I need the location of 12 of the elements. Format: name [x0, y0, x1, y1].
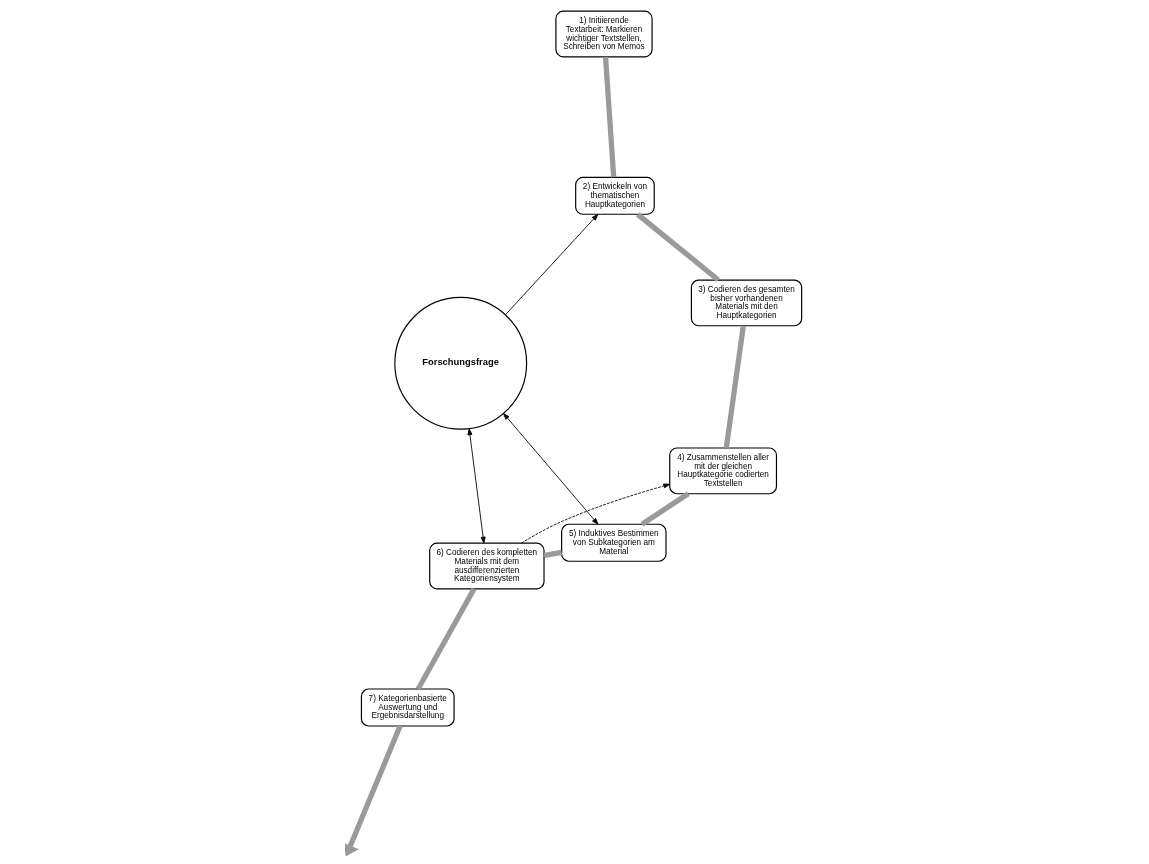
connector [723, 325, 746, 449]
connector [602, 56, 617, 178]
connector [543, 549, 563, 559]
arrow [467, 428, 486, 544]
connector [415, 587, 477, 691]
arrow [345, 725, 403, 856]
node-circle: Forschungsfrage [394, 296, 528, 430]
connector [636, 212, 720, 282]
arrow [503, 413, 599, 525]
arrow [505, 214, 599, 316]
connector [640, 491, 690, 527]
arrow [520, 483, 671, 544]
